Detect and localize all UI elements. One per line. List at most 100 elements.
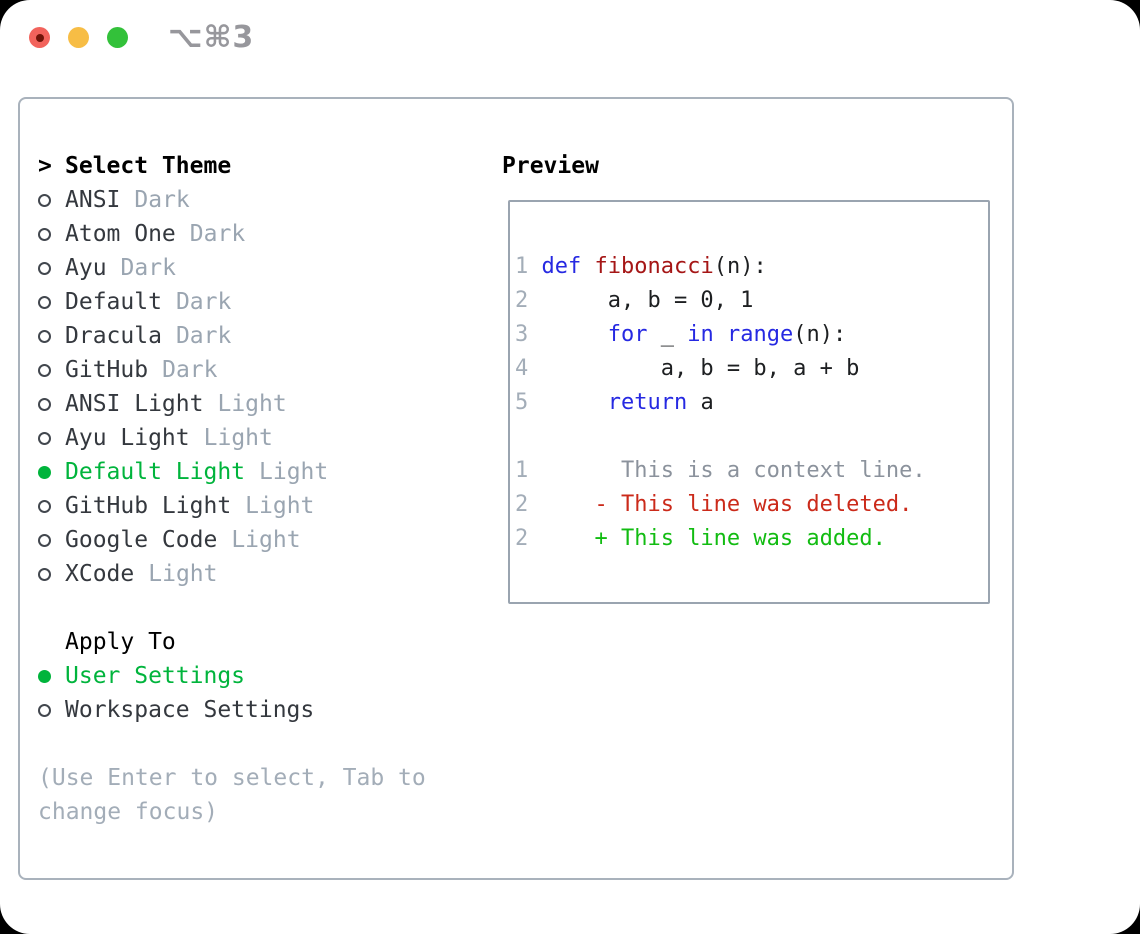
deleted-token: - This line was deleted. <box>528 492 913 517</box>
preview-line: 2 + This line was added. <box>515 522 988 556</box>
preview-line: 3 for _ in range(n): <box>515 318 988 352</box>
theme-name: XCode <box>65 561 135 587</box>
theme-option[interactable]: Default Light Light <box>38 455 478 489</box>
theme-option[interactable]: ANSI Light Light <box>38 387 478 421</box>
preview-line: 4 a, b = b, a + b <box>515 352 988 386</box>
select-theme-heading: > Select Theme <box>38 149 478 183</box>
theme-name: Ayu <box>65 255 107 281</box>
keyword-token: for <box>607 322 648 347</box>
theme-name: ANSI <box>65 187 121 213</box>
theme-option[interactable]: Atom One Dark <box>38 217 478 251</box>
theme-variant: Light <box>245 493 315 519</box>
theme-option[interactable]: XCode Light <box>38 557 478 591</box>
theme-variant: Light <box>203 425 273 451</box>
theme-option[interactable]: GitHub Dark <box>38 353 478 387</box>
line-number: 3 <box>515 322 529 347</box>
preview-line: 2 a, b = 0, 1 <box>515 284 988 318</box>
code-token <box>528 322 607 347</box>
theme-option[interactable]: Ayu Light Light <box>38 421 478 455</box>
radio-icon <box>38 669 51 683</box>
theme-variant: Dark <box>175 323 232 349</box>
preview-pane: 1 def fibonacci(n): 2 a, b = 0, 1 3 for … <box>508 200 990 604</box>
code-token: a, b = 0, 1 <box>528 288 754 313</box>
keyword-token: in <box>687 322 714 347</box>
line-number: 2 <box>515 288 529 313</box>
zoom-button[interactable] <box>107 27 128 48</box>
theme-name: Atom One <box>65 221 176 247</box>
radio-icon <box>38 533 51 547</box>
theme-name: ANSI Light <box>65 391 204 417</box>
apply-option-label: User Settings <box>65 663 246 689</box>
radio-icon <box>38 261 51 275</box>
radio-icon <box>38 329 51 343</box>
select-theme-heading-label: Select Theme <box>65 153 232 179</box>
selection-column: > Select Theme ANSI Dark Atom One Dark A… <box>38 149 478 829</box>
theme-variant: Light <box>148 561 218 587</box>
code-token: a, b = b, a + b <box>528 356 860 381</box>
theme-option[interactable]: Dracula Dark <box>38 319 478 353</box>
context-token: This is a context line. <box>528 458 926 483</box>
preview-line: 5 return a <box>515 386 988 420</box>
close-button[interactable] <box>29 27 50 48</box>
code-token: (n): <box>793 322 847 347</box>
line-number: 1 <box>515 458 529 483</box>
apply-to-heading: Apply To <box>65 629 176 655</box>
code-token: (n): <box>713 254 767 279</box>
keyword-token: range <box>726 322 794 347</box>
theme-list: ANSI Dark Atom One Dark Ayu Dark Default… <box>38 183 478 591</box>
theme-variant: Dark <box>175 289 232 315</box>
apply-option-label: Workspace Settings <box>65 697 315 723</box>
keyword-token: def <box>541 254 582 279</box>
preview-column: Preview 1 def fibonacci(n): 2 a, b = 0, … <box>502 149 990 604</box>
code-token: _ <box>647 322 688 347</box>
titlebar: ⌥⌘3 <box>0 0 1140 97</box>
theme-name: GitHub Light <box>65 493 232 519</box>
keyboard-shortcut-label: ⌥⌘3 <box>168 20 255 55</box>
code-token <box>528 390 607 415</box>
radio-icon <box>38 227 51 241</box>
theme-variant: Dark <box>134 187 190 213</box>
radio-icon <box>38 363 51 377</box>
radio-icon <box>38 703 51 717</box>
keyword-token: return <box>607 390 688 415</box>
added-token: + This line was added. <box>528 526 886 551</box>
radio-icon <box>38 431 51 445</box>
theme-variant: Dark <box>189 221 246 247</box>
function-token: fibonacci <box>594 254 714 279</box>
code-token <box>528 254 541 279</box>
theme-option[interactable]: Google Code Light <box>38 523 478 557</box>
usage-hint: (Use Enter to select, Tab to change focu… <box>38 765 426 825</box>
caret-icon: > <box>38 153 52 179</box>
spacer <box>38 591 478 625</box>
preview-line: 1 This is a context line. <box>515 454 988 488</box>
theme-option[interactable]: Default Dark <box>38 285 478 319</box>
theme-name: Ayu Light <box>65 425 190 451</box>
radio-icon <box>38 295 51 309</box>
line-number: 1 <box>515 254 529 279</box>
theme-variant: Dark <box>162 357 218 383</box>
theme-variant: Light <box>217 391 287 417</box>
apply-to-list: User Settings Workspace Settings <box>38 659 478 727</box>
minimize-button[interactable] <box>68 27 89 48</box>
theme-option[interactable]: GitHub Light Light <box>38 489 478 523</box>
theme-variant: Light <box>231 527 301 553</box>
theme-name: Default <box>65 289 162 315</box>
line-number: 2 <box>515 526 529 551</box>
radio-icon <box>38 397 51 411</box>
apply-option[interactable]: User Settings <box>38 659 478 693</box>
theme-picker-panel: > Select Theme ANSI Dark Atom One Dark A… <box>18 97 1014 880</box>
theme-option[interactable]: Ayu Dark <box>38 251 478 285</box>
theme-variant: Light <box>259 459 329 485</box>
theme-name: Dracula <box>65 323 162 349</box>
theme-option[interactable]: ANSI Dark <box>38 183 478 217</box>
radio-icon <box>38 499 51 513</box>
theme-variant: Dark <box>120 255 176 281</box>
code-token <box>581 254 594 279</box>
traffic-lights <box>29 27 128 48</box>
preview-line <box>515 420 988 454</box>
theme-name: Default Light <box>65 459 246 485</box>
apply-option[interactable]: Workspace Settings <box>38 693 478 727</box>
line-number: 2 <box>515 492 529 517</box>
theme-name: GitHub <box>65 357 149 383</box>
